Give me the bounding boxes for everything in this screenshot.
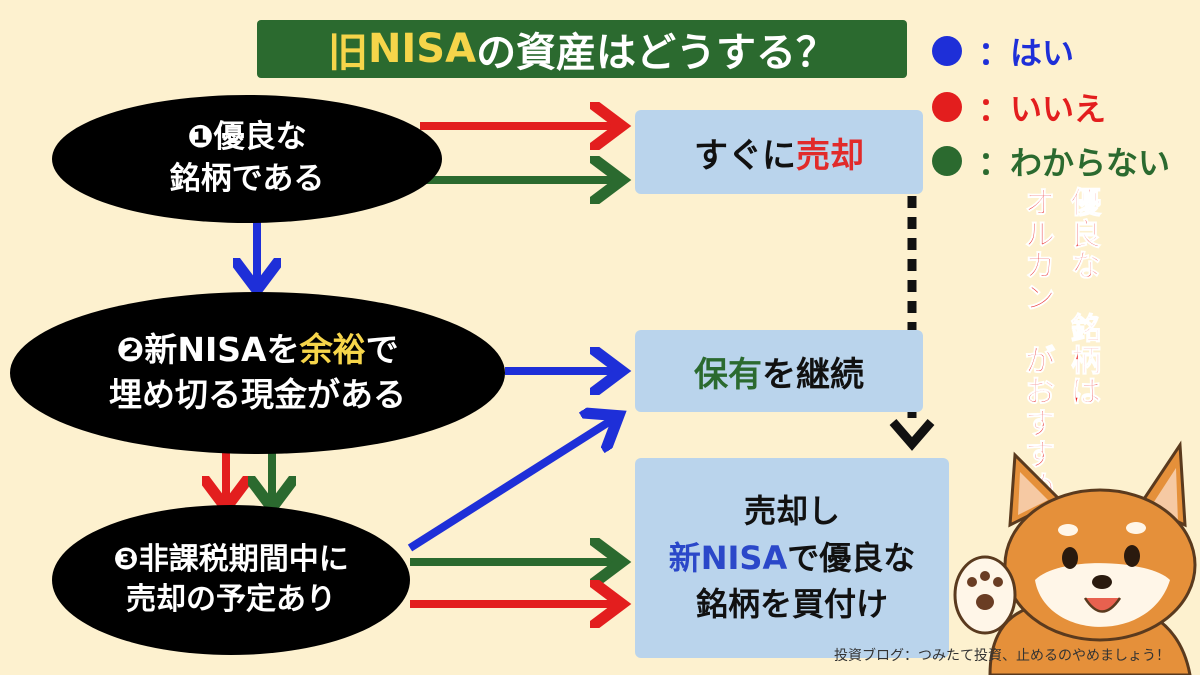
- legend-label-unknown: ：わからない: [978, 144, 1171, 182]
- q2-line1a: ❷新NISAを: [116, 330, 300, 370]
- sell-now-b: 売却: [796, 135, 864, 176]
- title-nisa: NISA: [367, 26, 477, 72]
- arrow-q3-blue: [407, 420, 612, 552]
- sell-now-a: すぐに: [694, 135, 796, 176]
- title-rest: の資産はどうする？: [476, 30, 837, 76]
- question-2-node: ❷新NISAを余裕で 埋め切る現金がある: [10, 292, 505, 454]
- col2-char: オ: [1025, 186, 1056, 221]
- hold-b: を継続: [762, 354, 864, 395]
- col1-char: 銘: [1071, 312, 1102, 347]
- outcome-sell-and-buy: 売却し 新NISAで優良な 銘柄を買付け: [635, 458, 949, 658]
- blog-credit: 投資ブログ：つみたて投資、止めるのやめましょう！: [834, 648, 1170, 664]
- col2-char: す: [1025, 406, 1056, 442]
- legend-unknown: ：わからない: [932, 138, 1170, 184]
- legend-yes: ：はい: [932, 28, 1074, 74]
- q2-line1: ❷新NISAを余裕で: [116, 328, 398, 373]
- legend-label-no: ：いいえ: [978, 90, 1107, 128]
- col1-char: は: [1071, 375, 1102, 410]
- q3-line1: ❸非課税期間中に: [113, 541, 349, 577]
- col1-char: 柄: [1071, 343, 1102, 379]
- page-title: 旧 NISA の資産はどうする？: [257, 20, 907, 78]
- question-1-node: ❶優良な 銘柄である: [52, 95, 442, 223]
- outcome-hold: 保有を継続: [635, 330, 923, 412]
- recommend-col-1: 優良な 銘柄は: [1066, 188, 1106, 409]
- legend-dot-blue: [932, 36, 962, 66]
- q2-line1b: 余裕: [299, 330, 366, 370]
- col2-char: [1020, 314, 1060, 346]
- col2-char: す: [1025, 438, 1056, 473]
- q3-line2: 売却の予定あり: [126, 582, 336, 617]
- col2-char: お: [1025, 375, 1056, 410]
- q2-line1c: で: [365, 330, 399, 370]
- sell-buy-line2b: で優良な: [787, 538, 916, 577]
- hold-a: 保有: [694, 354, 762, 395]
- col1-char: [1066, 283, 1106, 315]
- col2-char: が: [1025, 343, 1056, 379]
- legend-dot-green: [932, 146, 962, 176]
- q1-line2: 銘柄である: [169, 161, 325, 197]
- dotted-arrowhead: [889, 419, 935, 451]
- sell-buy-line2: 新NISAで優良な: [669, 535, 916, 581]
- legend-label-yes: ：はい: [978, 34, 1075, 72]
- question-3-node: ❸非課税期間中に 売却の予定あり: [52, 505, 410, 655]
- sell-buy-line1: 売却し: [743, 492, 840, 531]
- col1-char: 優: [1071, 186, 1102, 221]
- shiba-dog-illustration: [953, 440, 1197, 675]
- q1-line1: ❶優良な: [187, 119, 307, 156]
- legend-no: ：いいえ: [932, 84, 1106, 130]
- col1-char: な: [1071, 249, 1102, 284]
- title-prefix: 旧: [327, 30, 368, 76]
- sell-buy-line3: 銘柄を買付け: [695, 585, 888, 624]
- outcome-sell-now: すぐに売却: [635, 110, 923, 194]
- col2-char: カ: [1025, 249, 1056, 284]
- sell-buy-line2a: 新NISA: [668, 538, 788, 577]
- col2-char: ル: [1025, 217, 1056, 253]
- q2-line2: 埋め切る現金がある: [109, 375, 406, 414]
- legend-dot-red: [932, 92, 962, 122]
- col2-char: ン: [1025, 280, 1056, 316]
- col1-char: 良: [1071, 217, 1102, 253]
